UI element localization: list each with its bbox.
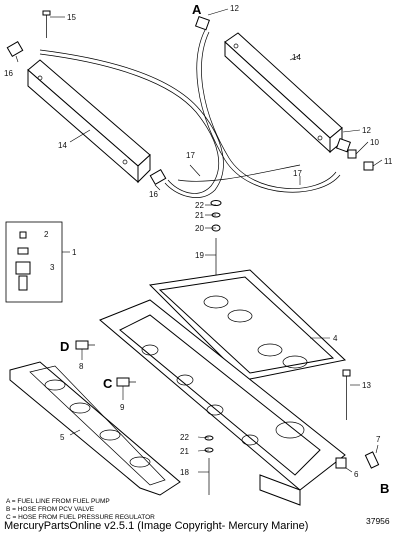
- legend-c: C = HOSE FROM FUEL PRESSURE REGULATOR: [6, 514, 155, 521]
- callout-8: 8: [79, 362, 84, 371]
- fitting-12-right: [335, 137, 351, 153]
- callout-17-right: 17: [293, 169, 302, 178]
- letter-c: C: [103, 376, 113, 391]
- callout-14-left: 14: [58, 141, 67, 150]
- callout-11: 11: [384, 157, 393, 166]
- callout-16-middle: 16: [149, 190, 158, 199]
- fitting-9: [116, 377, 136, 387]
- callout-15: 15: [67, 13, 76, 22]
- legend-b: B = HOSE FROM PCV VALVE: [6, 506, 95, 513]
- fitting-16-left: [6, 40, 24, 58]
- fitting-16-middle: [149, 168, 167, 186]
- callout-21-upper: 21: [195, 211, 204, 220]
- fuel-rail-left: [27, 59, 151, 184]
- intake-manifold: [99, 269, 347, 506]
- callout-13: 13: [362, 381, 371, 390]
- fitting-8: [75, 340, 95, 350]
- fitting-12-top: [194, 15, 210, 31]
- intake-gasket: [9, 361, 181, 496]
- callout-21-lower: 21: [180, 447, 189, 456]
- callout-17-left: 17: [186, 151, 195, 160]
- leader-lines: [15, 8, 383, 473]
- callout-22-upper: 22: [195, 201, 204, 210]
- fuel-line-crossing: [196, 29, 341, 193]
- stud-stack-lower: [204, 435, 214, 495]
- fuel-line-lower: [177, 164, 301, 182]
- letter-d: D: [60, 339, 69, 354]
- callout-14-right: 14: [292, 53, 301, 62]
- callout-12-top: 12: [230, 4, 239, 13]
- plug-6: [335, 457, 347, 469]
- letter-b: B: [380, 481, 389, 496]
- callout-22-lower: 22: [180, 433, 189, 442]
- elbow-7: [364, 451, 380, 469]
- callout-9: 9: [120, 403, 125, 412]
- callout-20: 20: [195, 224, 204, 233]
- cap-11: [363, 161, 374, 171]
- callout-16-left: 16: [4, 69, 13, 78]
- callout-10: 10: [370, 138, 379, 147]
- callout-4: 4: [333, 334, 338, 343]
- copyright-footer: MercuryPartsOnline v2.5.1 (Image Copyrig…: [4, 520, 309, 532]
- callout-1: 1: [72, 248, 77, 257]
- callout-2: 2: [44, 230, 49, 239]
- callout-5: 5: [60, 433, 65, 442]
- letter-a: A: [192, 2, 202, 17]
- screw-15: [42, 10, 51, 38]
- callout-12-right: 12: [362, 126, 371, 135]
- fuel-rail-right: [224, 32, 343, 154]
- fitting-10: [347, 149, 357, 159]
- legend-a: A = FUEL LINE FROM FUEL PUMP: [6, 498, 110, 505]
- callout-19: 19: [195, 251, 204, 260]
- fuel-line-upper: [39, 49, 224, 198]
- callout-6: 6: [354, 470, 359, 479]
- bolt-13: [342, 369, 351, 420]
- injector-group-box: [5, 221, 70, 303]
- diagram-reference-number: 37956: [366, 516, 390, 526]
- stud-stack-upper: [210, 200, 222, 285]
- callout-18: 18: [180, 468, 189, 477]
- callout-7: 7: [376, 435, 381, 444]
- callout-3: 3: [50, 263, 55, 272]
